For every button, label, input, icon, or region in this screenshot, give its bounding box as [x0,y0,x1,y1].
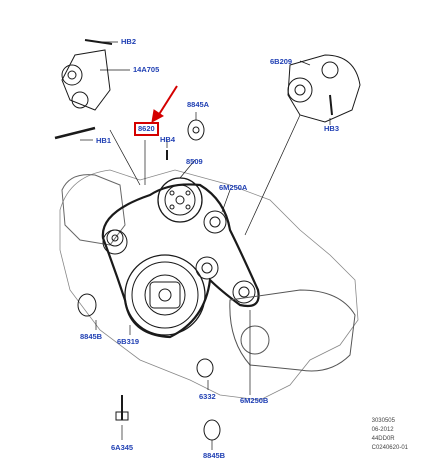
idler-pulley-a [203,210,227,234]
belt-tensioner [54,39,113,140]
label-6m250b: 6M250B [240,396,269,405]
bolt-8845a [187,119,205,141]
reference-line-4: C0240620-01 [371,445,408,451]
reference-line-3: 44DD0R [371,436,395,442]
label-hb1: HB1 [96,136,112,145]
idler-pulley-b [195,256,219,280]
label-6m250a: 6M250A [219,183,248,192]
label-8845a: 8845A [187,100,210,109]
cap-8845b-top [77,293,97,317]
label-hb2: HB2 [121,37,137,46]
crankshaft-pulley [124,254,206,336]
label-8620-highlighted: 8620 [134,122,159,136]
drive-belt [101,183,260,339]
label-hb3: HB3 [324,124,340,133]
highlight-arrow [151,85,178,123]
label-6a345: 6A345 [111,443,134,452]
label-6b319: 6B319 [117,337,140,346]
leader-lines [80,41,331,450]
label-14a705: 14A705 [133,65,160,74]
cap-6332 [196,358,214,378]
tensioner-pulley [102,229,128,255]
reference-line-1: 3030505 [371,418,395,424]
power-steering-pump [287,54,361,123]
cap-8845b-bottom [203,419,221,441]
drawing-reference: 3030505 06-2012 44DD0R C0240620-01 [372,417,408,453]
reference-line-2: 06-2012 [371,427,394,433]
label-8845b-bottom: 8845B [203,451,226,460]
bolt-6a345 [115,395,129,421]
label-8845b-top: 8845B [80,332,103,341]
label-6332: 6332 [199,392,216,401]
idler-pulley-c [232,280,256,304]
alternator-body [61,174,126,246]
label-8509: 8509 [186,157,203,166]
ac-compressor [229,289,356,372]
label-hb4: HB4 [160,135,176,144]
engine-block-outline [59,169,359,401]
label-6b209: 6B209 [270,57,293,66]
